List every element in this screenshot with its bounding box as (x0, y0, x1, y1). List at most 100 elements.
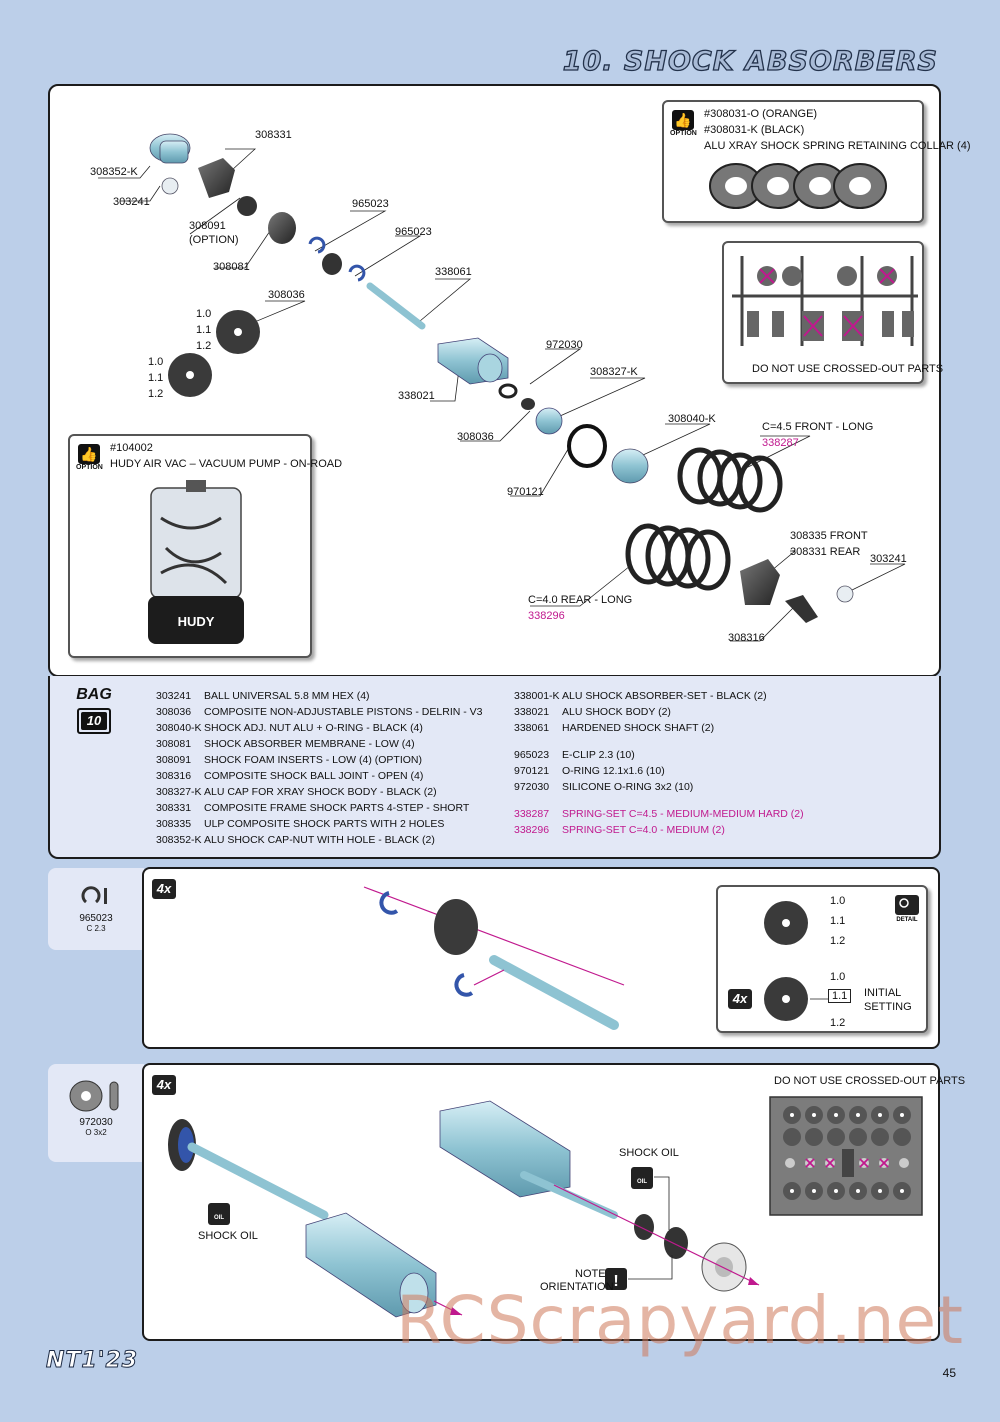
sprue-diagram (732, 256, 918, 346)
label-308091-option: (OPTION) (189, 234, 239, 246)
step2-diagram: OIL OIL ! (168, 1096, 923, 1318)
piston-detail-diagram: DETAIL (764, 895, 919, 1021)
label-308091: 308091 (189, 220, 226, 232)
step1-tab-code: 965023 (79, 913, 113, 924)
detail-setting: SETTING (864, 1001, 912, 1013)
label-thickness-1-0-a: 1.0 (196, 308, 212, 320)
label-308352k: 308352-K (90, 166, 138, 178)
step1-panel: 4x DETAIL 1.0 1.1 1.2 1.0 1.1 1.2 INITIA… (142, 867, 940, 1049)
label-965023-a: 965023 (352, 198, 389, 210)
detail-initial-box: 1.1 (828, 989, 852, 1003)
page-number: 45 (942, 1366, 956, 1380)
label-338061: 338061 (435, 266, 472, 278)
vacuum-pump-option-callout: 👍OPTION #104002 HUDY AIR VAC – VACUUM PU… (68, 434, 342, 658)
option-thumb-icon-2: 👍OPTION (76, 444, 103, 471)
detail-bottom-1-0: 1.0 (830, 971, 846, 983)
detail-bottom-1-2: 1.2 (830, 1017, 846, 1029)
step2-tab-sub: O 3x2 (85, 1128, 107, 1137)
step1-part-tab: 965023 C 2.3 (48, 868, 144, 950)
collar-line-3: ALU XRAY SHOCK SPRING RETAINING COLLAR (… (704, 140, 971, 152)
label-972030: 972030 (546, 339, 583, 351)
step2-panel: 4x OIL OIL ! (142, 1063, 965, 1341)
section-title: 10. SHOCK ABSORBERS (562, 45, 938, 77)
detail-word: DETAIL (896, 917, 918, 923)
o-ring-icon (69, 1080, 119, 1112)
collar-line-2: #308031-K (BLACK) (704, 124, 805, 136)
spring-collar-option-callout: 👍OPTION #308031-O (ORANGE) #308031-K (BL… (662, 100, 971, 223)
label-308335: 308335 FRONT (790, 530, 868, 542)
label-thickness-1-2-b: 1.2 (148, 388, 164, 400)
warning-icon (605, 1268, 627, 1290)
svg-text:OIL: OIL (637, 1179, 647, 1185)
label-thickness-1-2-a: 1.2 (196, 340, 212, 352)
collar-images (709, 163, 887, 209)
label-303241-bottom: 303241 (870, 553, 907, 565)
label-308331-rear: 308331 REAR (790, 546, 861, 558)
spring-rear (625, 523, 731, 591)
step1-diagram (363, 886, 625, 1030)
detail-qty-badge: 4x (728, 989, 752, 1009)
shock-oil-left-label: SHOCK OIL (198, 1230, 258, 1242)
svg-text:!: ! (613, 1273, 618, 1290)
bag-label: BAG (76, 686, 112, 703)
footer-logo: NT1'23 (45, 1348, 139, 1374)
label-338287: 338287 (762, 437, 799, 449)
label-965023-b: 965023 (395, 226, 432, 238)
step1-tab-sub: C 2.3 (86, 924, 106, 933)
parts-list-panel (48, 676, 941, 859)
label-front-spring: C=4.5 FRONT - LONG (762, 421, 874, 433)
piston-detail-callout: DETAIL 1.0 1.1 1.2 1.0 1.1 1.2 INITIAL S… (716, 885, 928, 1033)
label-308331: 308331 (255, 129, 292, 141)
label-338296: 338296 (528, 610, 565, 622)
note-label: NOTE (575, 1268, 606, 1280)
leader-lines (98, 148, 906, 642)
label-308036-a: 308036 (268, 289, 305, 301)
label-308040k: 308040-K (668, 413, 716, 425)
detail-top-1-0: 1.0 (830, 895, 846, 907)
detail-initial: INITIAL (864, 987, 902, 999)
exploded-view-panel: 308331 308352-K 303241 308091 (OPTION) 9… (48, 84, 971, 677)
crossed-out-note: DO NOT USE CROSSED-OUT PARTS (774, 1075, 966, 1087)
pump-line-2: HUDY AIR VAC – VACUUM PUMP - ON-ROAD (110, 458, 343, 470)
label-308316: 308316 (728, 632, 765, 644)
pump-line-1: #104002 (110, 442, 153, 454)
svg-text:OIL: OIL (214, 1215, 224, 1221)
sprue-note: DO NOT USE CROSSED-OUT PARTS (752, 363, 944, 375)
frame-shock-part (198, 158, 235, 198)
collar-line-1: #308031-O (ORANGE) (704, 108, 818, 120)
label-308327k: 308327-K (590, 366, 638, 378)
label-rear-spring: C=4.0 REAR - LONG (528, 594, 633, 606)
bag-number-box: 10 (77, 708, 111, 734)
vacuum-pump-image: HUDY (148, 480, 244, 644)
sprue-callout: DO NOT USE CROSSED-OUT PARTS (722, 241, 943, 384)
label-303241-top: 303241 (113, 196, 150, 208)
orientation-label: ORIENTATION (540, 1281, 614, 1293)
step2-tab-code: 972030 (79, 1117, 113, 1128)
label-308081: 308081 (213, 261, 250, 273)
label-thickness-1-0-b: 1.0 (148, 356, 164, 368)
label-308036-b: 308036 (457, 431, 494, 443)
bag-number: 10 (81, 712, 107, 730)
oil-icon-left (208, 1203, 230, 1225)
label-thickness-1-1-b: 1.1 (148, 372, 164, 384)
spring-front (677, 447, 783, 513)
step2-part-tab: 972030 O 3x2 (48, 1064, 144, 1162)
exploded-view-diagram (98, 133, 906, 642)
